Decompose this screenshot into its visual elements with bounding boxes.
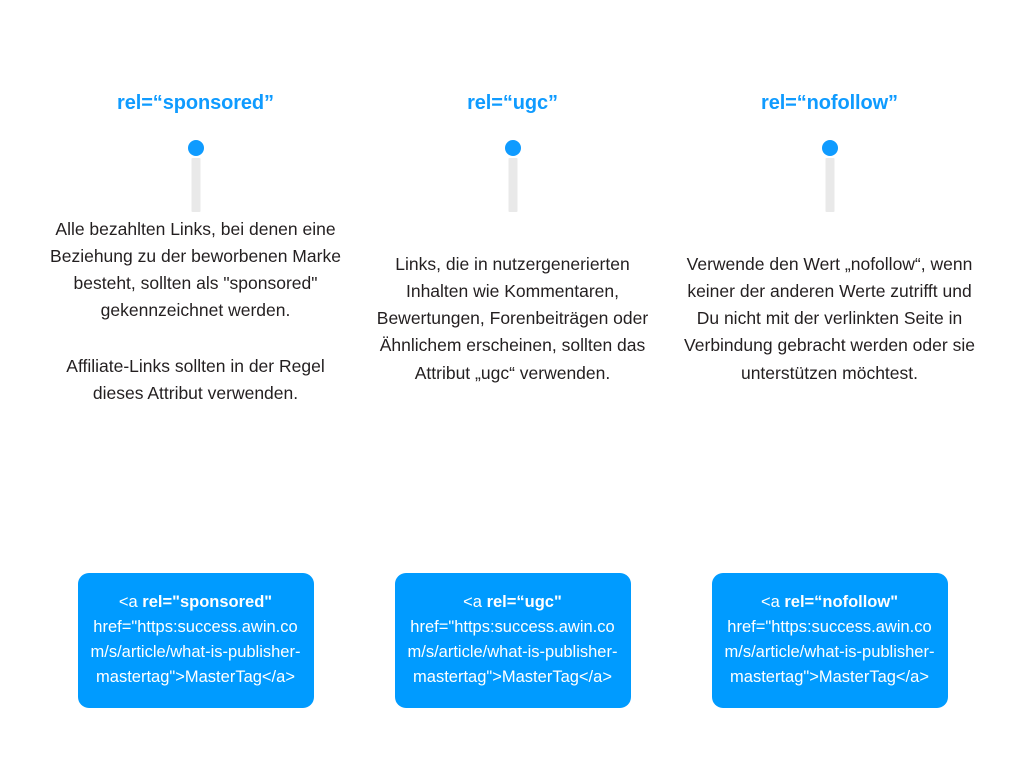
- code-prefix: <a: [760, 592, 785, 611]
- body-text-nofollow: Verwende den Wert „nofollow“, wenn keine…: [671, 251, 988, 387]
- code-rest: href="https:success.awin.com/s/article/w…: [724, 617, 935, 686]
- paragraph: Verwende den Wert „nofollow“, wenn keine…: [684, 254, 975, 383]
- code-keyword: rel="sponsored": [142, 592, 273, 611]
- column-sponsored: rel=“sponsored” Alle bezahlten Links, be…: [37, 0, 354, 780]
- code-keyword: rel=“ugc": [486, 592, 562, 611]
- code-snippet-ugc: <a rel=“ugc" href="https:success.awin.co…: [394, 572, 631, 708]
- code-snippet-nofollow: <a rel=“nofollow" href="https:success.aw…: [711, 572, 948, 708]
- column-heading-ugc: rel=“ugc”: [467, 92, 558, 114]
- code-snippet-sponsored: <a rel="sponsored" href="https:success.a…: [77, 572, 314, 708]
- node-dot-icon-nofollow: [821, 140, 838, 156]
- column-heading-sponsored: rel=“sponsored”: [117, 92, 274, 114]
- code-rest: href="https:success.awin.com/s/article/w…: [90, 617, 301, 686]
- code-text: <a rel="sponsored" href="https:success.a…: [87, 590, 305, 690]
- paragraph: Affiliate-Links sollten in der Regel die…: [66, 355, 325, 403]
- paragraph: Links, die in nutzergenerierten Inhalten…: [376, 254, 649, 383]
- code-keyword: rel=“nofollow": [784, 592, 899, 611]
- node-dot-icon-sponsored: [187, 140, 204, 156]
- column-heading-nofollow: rel=“nofollow”: [761, 92, 898, 114]
- connector-line-upper-ugc: [508, 158, 517, 212]
- node-dot-icon-ugc: [504, 140, 521, 156]
- body-text-sponsored: Alle bezahlten Links, bei denen eine Bez…: [37, 216, 354, 407]
- column-ugc: rel=“ugc” Links, die in nutzergenerierte…: [354, 0, 671, 780]
- code-rest: href="https:success.awin.com/s/article/w…: [407, 617, 618, 686]
- body-text-ugc: Links, die in nutzergenerierten Inhalten…: [354, 251, 671, 387]
- connector-line-upper-sponsored: [191, 158, 200, 212]
- code-text: <a rel=“ugc" href="https:success.awin.co…: [404, 590, 622, 690]
- code-prefix: <a: [118, 592, 143, 611]
- code-prefix: <a: [463, 592, 487, 611]
- code-text: <a rel=“nofollow" href="https:success.aw…: [721, 590, 939, 690]
- paragraph: Alle bezahlten Links, bei denen eine Bez…: [50, 219, 341, 321]
- column-nofollow: rel=“nofollow” Verwende den Wert „nofoll…: [671, 0, 988, 780]
- connector-line-upper-nofollow: [825, 158, 834, 212]
